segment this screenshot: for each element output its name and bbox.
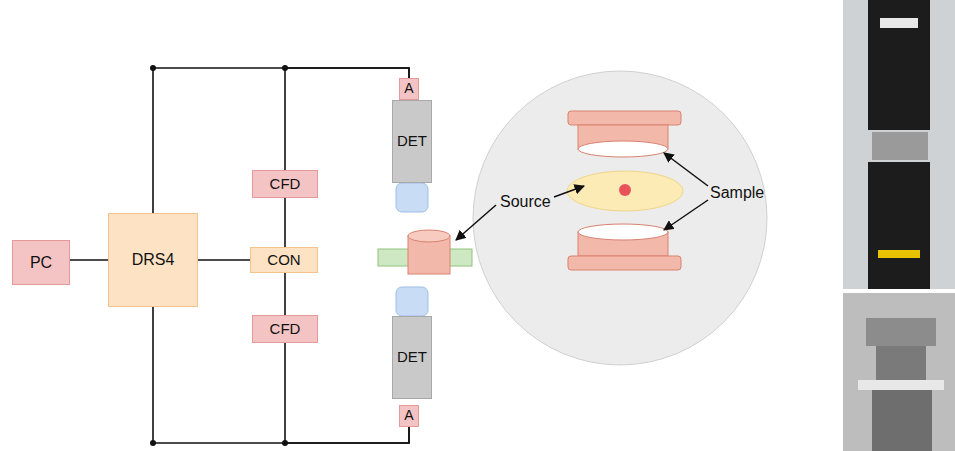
detector-box: DET	[392, 316, 432, 399]
signal-wire	[153, 307, 409, 443]
junction-dot	[282, 440, 288, 446]
computer-box: PC	[12, 240, 70, 285]
leader-line	[664, 200, 708, 230]
zoom-circle	[473, 71, 767, 365]
detector-window	[396, 287, 428, 316]
photo-detector	[868, 0, 930, 130]
amplifier-box: A	[399, 405, 419, 427]
source-cylinder-top	[408, 230, 450, 242]
signal-wire	[285, 198, 286, 247]
photo-label	[878, 250, 920, 258]
box-label: DET	[397, 349, 427, 366]
box-label: CFD	[270, 321, 301, 338]
amplifier-box: A	[399, 78, 419, 100]
leader-line	[554, 186, 584, 197]
part-label: Sample	[708, 184, 766, 202]
photo-label	[880, 18, 918, 28]
photo-foil	[858, 380, 944, 390]
junction-dot	[150, 65, 156, 71]
source-dot	[619, 184, 631, 196]
photo-sample	[872, 390, 932, 451]
photo-sample	[876, 346, 926, 380]
box-label: DET	[397, 133, 427, 150]
box-label: A	[404, 408, 413, 423]
signal-wire	[198, 260, 250, 261]
signal-wire	[285, 343, 409, 443]
signal-wire	[285, 273, 286, 315]
cfd-box: CFD	[252, 315, 318, 343]
signal-wire	[153, 68, 409, 213]
detector-window	[396, 183, 428, 212]
signal-wire	[70, 260, 108, 261]
photo-detector	[868, 162, 930, 289]
box-label: PC	[30, 254, 52, 272]
photo	[843, 0, 955, 289]
box-label: DRS4	[132, 251, 175, 269]
junction-dot	[282, 65, 288, 71]
sample-flange	[568, 111, 681, 125]
leader-line	[664, 153, 708, 186]
box-label: CFD	[270, 176, 301, 193]
box-label: A	[404, 81, 413, 96]
leader-line	[456, 205, 496, 240]
sample-flange	[568, 256, 681, 270]
part-label: Source	[498, 193, 553, 211]
box-label: CON	[267, 252, 300, 269]
signal-wire	[285, 68, 409, 170]
connector-box: CON	[250, 247, 318, 273]
digitizer-box: DRS4	[108, 213, 198, 307]
photo-sample	[866, 318, 936, 346]
source-foil	[567, 171, 683, 211]
junction-dot	[150, 440, 156, 446]
detector-box: DET	[392, 100, 432, 183]
sample-face	[578, 141, 668, 157]
photo-sample	[872, 132, 928, 160]
cfd-box: CFD	[252, 170, 318, 198]
photo	[843, 293, 955, 451]
sample-face	[578, 224, 668, 240]
